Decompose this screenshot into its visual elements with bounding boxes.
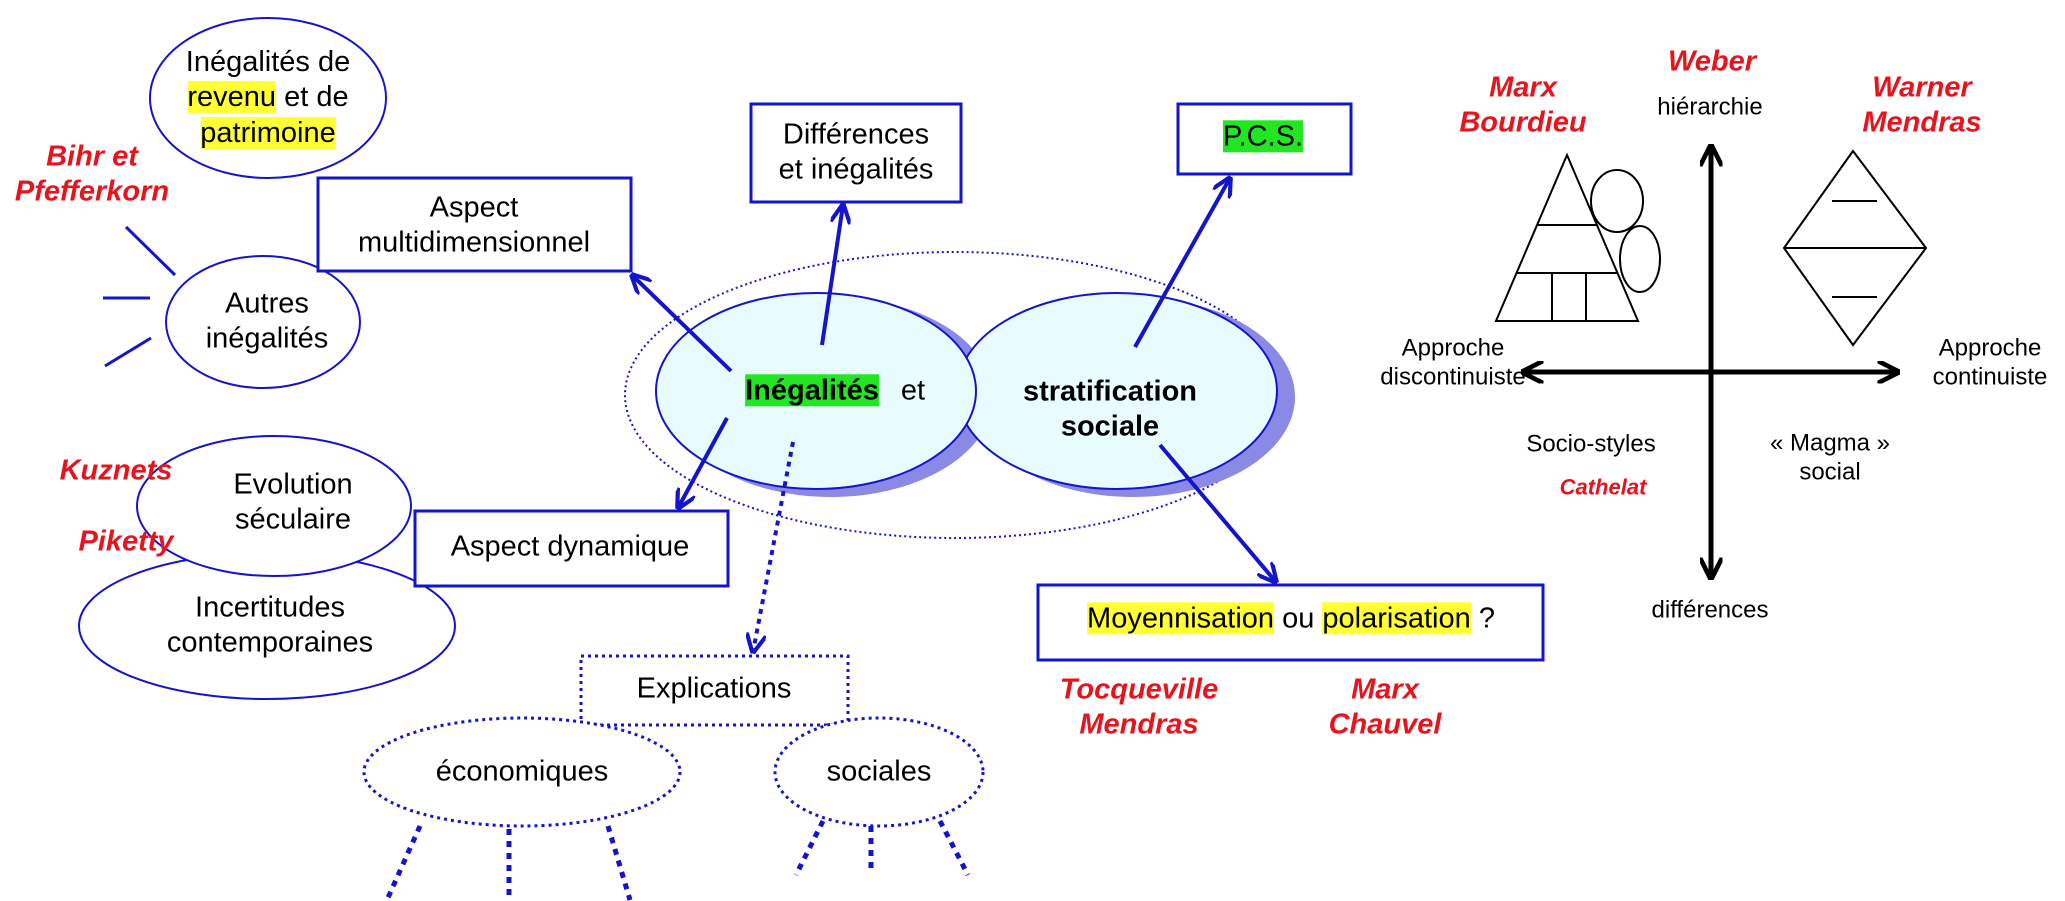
incertitudes-line1: Incertitudes: [195, 591, 345, 624]
axis-bottom-label: différences: [1651, 596, 1769, 624]
evolution-line1: Evolution: [233, 468, 353, 501]
dotted-line-6: [937, 819, 971, 877]
ellipse-sociales: [773, 716, 985, 828]
ellipse-economiques: [362, 716, 682, 828]
label-moyennisation: Moyennisation ou polarisation ?: [1087, 601, 1495, 636]
ellipse-autres: [165, 255, 361, 389]
axis-top-label: hiérarchie: [1657, 93, 1763, 121]
bihr-line2: Pfefferkorn: [14, 176, 170, 208]
autres-line2: inégalités: [205, 323, 329, 355]
differences-line1: Différences: [782, 118, 930, 151]
axis-right-line1: Approche: [1938, 334, 2042, 362]
magma-line1: « Magma »: [1769, 429, 1891, 457]
polarisation-highlight: polarisation: [1322, 602, 1471, 635]
warner-mendras-line2: Mendras: [1862, 107, 1982, 139]
label-economiques: économiques: [435, 755, 609, 788]
author-weber: Weber: [1667, 45, 1757, 78]
author-cathelat: Cathelat: [1559, 474, 1647, 500]
label-dynamique: Aspect dynamique: [450, 530, 690, 563]
axis-right-line2: continuiste: [1932, 364, 2048, 391]
arrow-to-multidim: [632, 275, 733, 373]
revenu-line1: Inégalités de: [185, 45, 351, 78]
pyramid-oval: [1619, 225, 1661, 293]
patrimoine-highlight: patrimoine: [200, 116, 336, 149]
multidim-line2: multidimensionnel: [357, 227, 591, 259]
pyramid-circle: [1590, 169, 1644, 233]
box-dynamique: [413, 509, 730, 588]
ellipse-evolution: [136, 435, 412, 577]
revenu-highlight: revenu: [187, 81, 277, 114]
quadrant-socio-styles: Socio-styles: [1526, 430, 1656, 458]
label-et-center: et: [900, 374, 926, 407]
label-inegalites-center: Inégalités: [745, 373, 879, 408]
marx-bourdieu-line2: Bourdieu: [1459, 107, 1587, 139]
revenu-et-de: et de: [276, 81, 349, 114]
dotted-line-1: [384, 824, 423, 901]
ray-3: [104, 336, 152, 368]
arrow-to-pcs: [1133, 178, 1230, 348]
arrow-to-dynamique: [678, 417, 729, 508]
author-piketty: Piketty: [78, 525, 174, 558]
dotted-line-4: [793, 819, 826, 877]
differences-line2: et inégalités: [778, 154, 934, 186]
box-differences: [749, 102, 963, 204]
stratification-line2: sociale: [1060, 411, 1160, 443]
box-multidim: [316, 176, 633, 273]
evolution-line2: séculaire: [234, 504, 352, 536]
label-explications: Explications: [636, 672, 792, 705]
arrow-to-differences: [820, 205, 843, 346]
box-explications: [579, 654, 850, 727]
pyramid-shape: [1494, 152, 1640, 322]
label-sociales: sociales: [826, 755, 932, 788]
marx-chauvel-line2: Chauvel: [1328, 709, 1442, 741]
moyennisation-ou: ou: [1274, 602, 1323, 635]
author-kuznets: Kuznets: [59, 454, 173, 487]
bihr-line1: Bihr et: [46, 140, 138, 173]
incertitudes-line2: contemporaines: [166, 627, 374, 659]
marx-chauvel-line1: Marx: [1351, 673, 1419, 706]
stratification-line1: stratification: [1022, 375, 1198, 408]
arrow-to-moyennisation: [1158, 443, 1276, 582]
axis-left-line1: Approche: [1401, 334, 1505, 362]
tocqueville-line1: Tocqueville: [1059, 673, 1219, 706]
warner-mendras-line1: Warner: [1872, 71, 1972, 104]
inegalites-highlight: Inégalités: [745, 374, 879, 407]
axis-left-line2: discontinuiste: [1380, 364, 1526, 391]
moyennisation-q: ?: [1470, 602, 1495, 635]
marx-bourdieu-line1: Marx: [1489, 71, 1557, 104]
magma-line2: social: [1799, 459, 1861, 486]
pcs-highlight: P.C.S.: [1222, 120, 1304, 153]
quadrant-magma: « Magma »social: [1770, 429, 1890, 488]
multidim-line1: Aspect: [429, 191, 519, 224]
moyennisation-highlight: Moyennisation: [1087, 602, 1275, 635]
ray-1: [124, 225, 177, 277]
tocqueville-line2: Mendras: [1079, 709, 1199, 741]
dotted-line-3: [605, 825, 633, 901]
autres-line1: Autres: [225, 287, 309, 320]
label-pcs: P.C.S.: [1222, 119, 1304, 154]
